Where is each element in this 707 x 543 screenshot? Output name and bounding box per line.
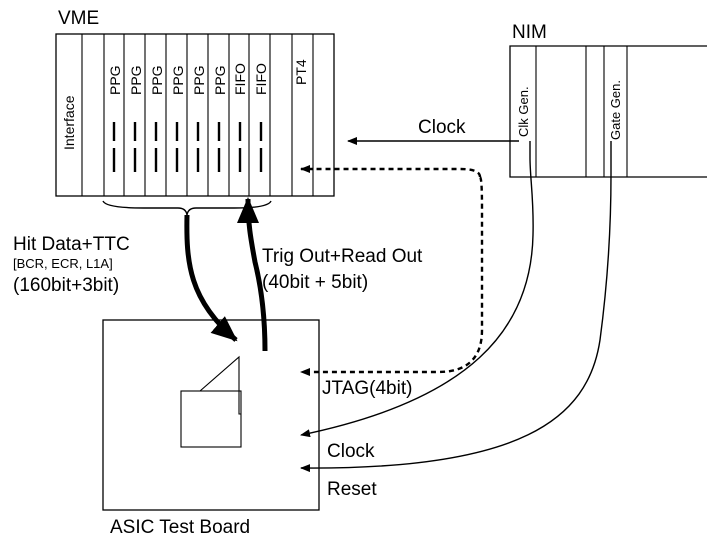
asic-test-board: ASIC Test Board (102, 319, 320, 538)
clock-to-board-arrow (300, 141, 534, 438)
ppg-slot-label-4: PPG (170, 65, 186, 95)
clock-to-vme-signal: Clock (347, 117, 519, 145)
ppg-slot-label-6: PPG (212, 65, 228, 95)
module-connectors (112, 122, 263, 172)
trig-out-signal: Trig Out+Read Out (40bit + 5bit) (237, 197, 423, 352)
asic-board-frame (102, 319, 320, 511)
ppg-slot-label-2: PPG (128, 65, 144, 95)
jtag-to-board-arrow (300, 175, 484, 376)
pt4-slot-label: PT4 (293, 59, 309, 85)
ppg-slot-label-1: PPG (107, 65, 123, 95)
trig-out-arrow (237, 197, 268, 352)
clk-gen-label: Clk Gen. (516, 86, 531, 137)
vme-crate-frame (55, 33, 335, 197)
nim-crate-frame (509, 45, 707, 178)
clock-to-board-signal: Clock (300, 141, 534, 462)
reset-label: Reset (327, 479, 377, 500)
jtag-label: JTAG(4bit) (322, 378, 412, 399)
jtag-signal: JTAG(4bit) (300, 165, 484, 399)
clock-top-label: Clock (418, 117, 466, 138)
nim-title: NIM (512, 22, 547, 43)
ppg-slot-label-3: PPG (149, 65, 165, 95)
reset-arrow (300, 141, 612, 473)
hit-data-signal: Hit Data+TTC [BCR, ECR, L1A] (160bit+3bi… (13, 200, 272, 342)
asic-chip-sketch (180, 355, 242, 448)
fifo-slot-label-1: FIFO (232, 63, 248, 95)
vme-title: VME (58, 8, 99, 29)
nim-crate: NIM Clk Gen. Gate Gen. (509, 22, 707, 178)
vme-crate: VME Interface PPG PPG PPG PPG PPG PPG FI… (55, 8, 335, 197)
jtag-to-vme-arrow (300, 165, 482, 178)
trig-out-bits: (40bit + 5bit) (262, 272, 368, 293)
hit-data-arrow (184, 214, 238, 342)
reset-signal: Reset (300, 141, 612, 500)
board-title: ASIC Test Board (110, 517, 250, 538)
gate-gen-label: Gate Gen. (608, 80, 623, 140)
hit-data-detail: [BCR, ECR, L1A] (13, 256, 113, 271)
hit-data-label: Hit Data+TTC (13, 234, 130, 255)
clock-bottom-label: Clock (327, 441, 375, 462)
interface-slot-label: Interface (61, 95, 77, 150)
trig-out-label: Trig Out+Read Out (262, 246, 423, 267)
ppg-slot-label-5: PPG (191, 65, 207, 95)
hit-data-bits: (160bit+3bit) (13, 275, 119, 296)
fifo-slot-label-2: FIFO (253, 63, 269, 95)
